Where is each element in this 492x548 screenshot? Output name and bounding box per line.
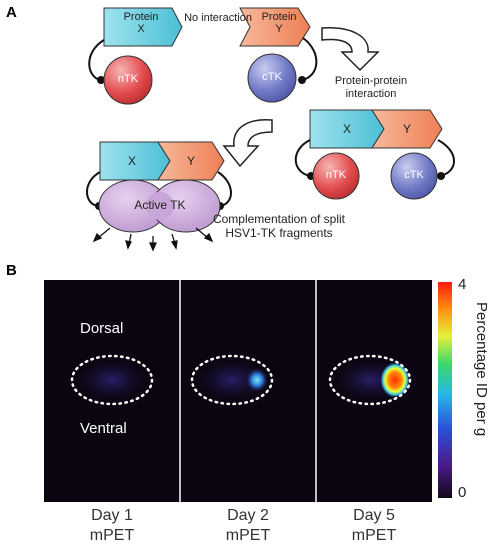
panel-b-images bbox=[44, 280, 452, 502]
dorsal-label: Dorsal bbox=[80, 320, 124, 337]
day2-scan bbox=[190, 354, 274, 406]
colorbar-axis-label: Percentage ID per g bbox=[473, 302, 490, 437]
protein-x-label: Protein X bbox=[114, 11, 168, 35]
protein-y-label-bottom: Y bbox=[275, 23, 283, 35]
ppi-line2: interaction bbox=[345, 88, 397, 100]
day5-mode-label: mPET bbox=[351, 527, 397, 544]
day1-scan bbox=[70, 354, 154, 406]
complementation-line2: HSV1-TK fragments bbox=[225, 226, 333, 240]
day1-caption: Day 1 mPET bbox=[62, 506, 162, 546]
protein-x-label-bottom: X bbox=[137, 23, 145, 35]
protein-y-label-top: Protein bbox=[261, 11, 297, 23]
protein-protein-interaction-label: Protein-protein interaction bbox=[316, 75, 426, 101]
panel-a-letter: A bbox=[6, 4, 17, 21]
active-complex-x-label: X bbox=[127, 154, 136, 168]
day5-caption: Day 5 mPET bbox=[324, 506, 424, 546]
curved-arrow-down-left-icon bbox=[222, 119, 273, 168]
complex-ntk-label: nTK bbox=[325, 169, 347, 181]
ctk-sphere bbox=[247, 53, 297, 103]
protein-y-shape bbox=[239, 7, 311, 47]
ventral-label: Ventral bbox=[80, 420, 127, 437]
ntk-sphere bbox=[103, 55, 153, 105]
protein-y-label: Protein Y bbox=[254, 11, 304, 35]
panel-b-letter: B bbox=[6, 262, 17, 279]
day2-mode-label: mPET bbox=[225, 527, 271, 544]
colorbar-max-label: 4 bbox=[458, 276, 467, 293]
complex-x-label: X bbox=[342, 122, 351, 136]
active-tk-label: Active TK bbox=[134, 198, 186, 212]
complex-y-label: Y bbox=[402, 122, 411, 136]
day1-mode-label: mPET bbox=[89, 527, 135, 544]
curved-arrow-down-right-icon bbox=[321, 27, 380, 72]
day2-caption: Day 2 mPET bbox=[198, 506, 298, 546]
day5-scan bbox=[328, 354, 412, 406]
active-complex-y-label: Y bbox=[186, 154, 195, 168]
colorbar bbox=[438, 282, 452, 498]
complementation-label: Complementation of split HSV1-TK fragmen… bbox=[204, 212, 354, 240]
protein-x-shape bbox=[103, 7, 183, 47]
ppi-line1: Protein-protein bbox=[334, 75, 408, 87]
ctk-label: cTK bbox=[262, 71, 282, 83]
day2-label: Day 2 bbox=[227, 507, 269, 524]
ntk-label: nTK bbox=[117, 73, 139, 85]
emission-arrows-icon bbox=[92, 227, 214, 252]
day5-label: Day 5 bbox=[353, 507, 395, 524]
day1-label: Day 1 bbox=[91, 507, 133, 524]
complex-ctk-label: cTK bbox=[404, 169, 424, 181]
no-interaction-label: No interaction bbox=[184, 12, 252, 24]
colorbar-min-label: 0 bbox=[458, 484, 467, 501]
protein-x-label-top: Protein bbox=[123, 11, 159, 23]
complementation-line1: Complementation of split bbox=[212, 212, 346, 226]
panel-a-diagram bbox=[86, 7, 455, 252]
active-tk-shape bbox=[98, 179, 221, 233]
